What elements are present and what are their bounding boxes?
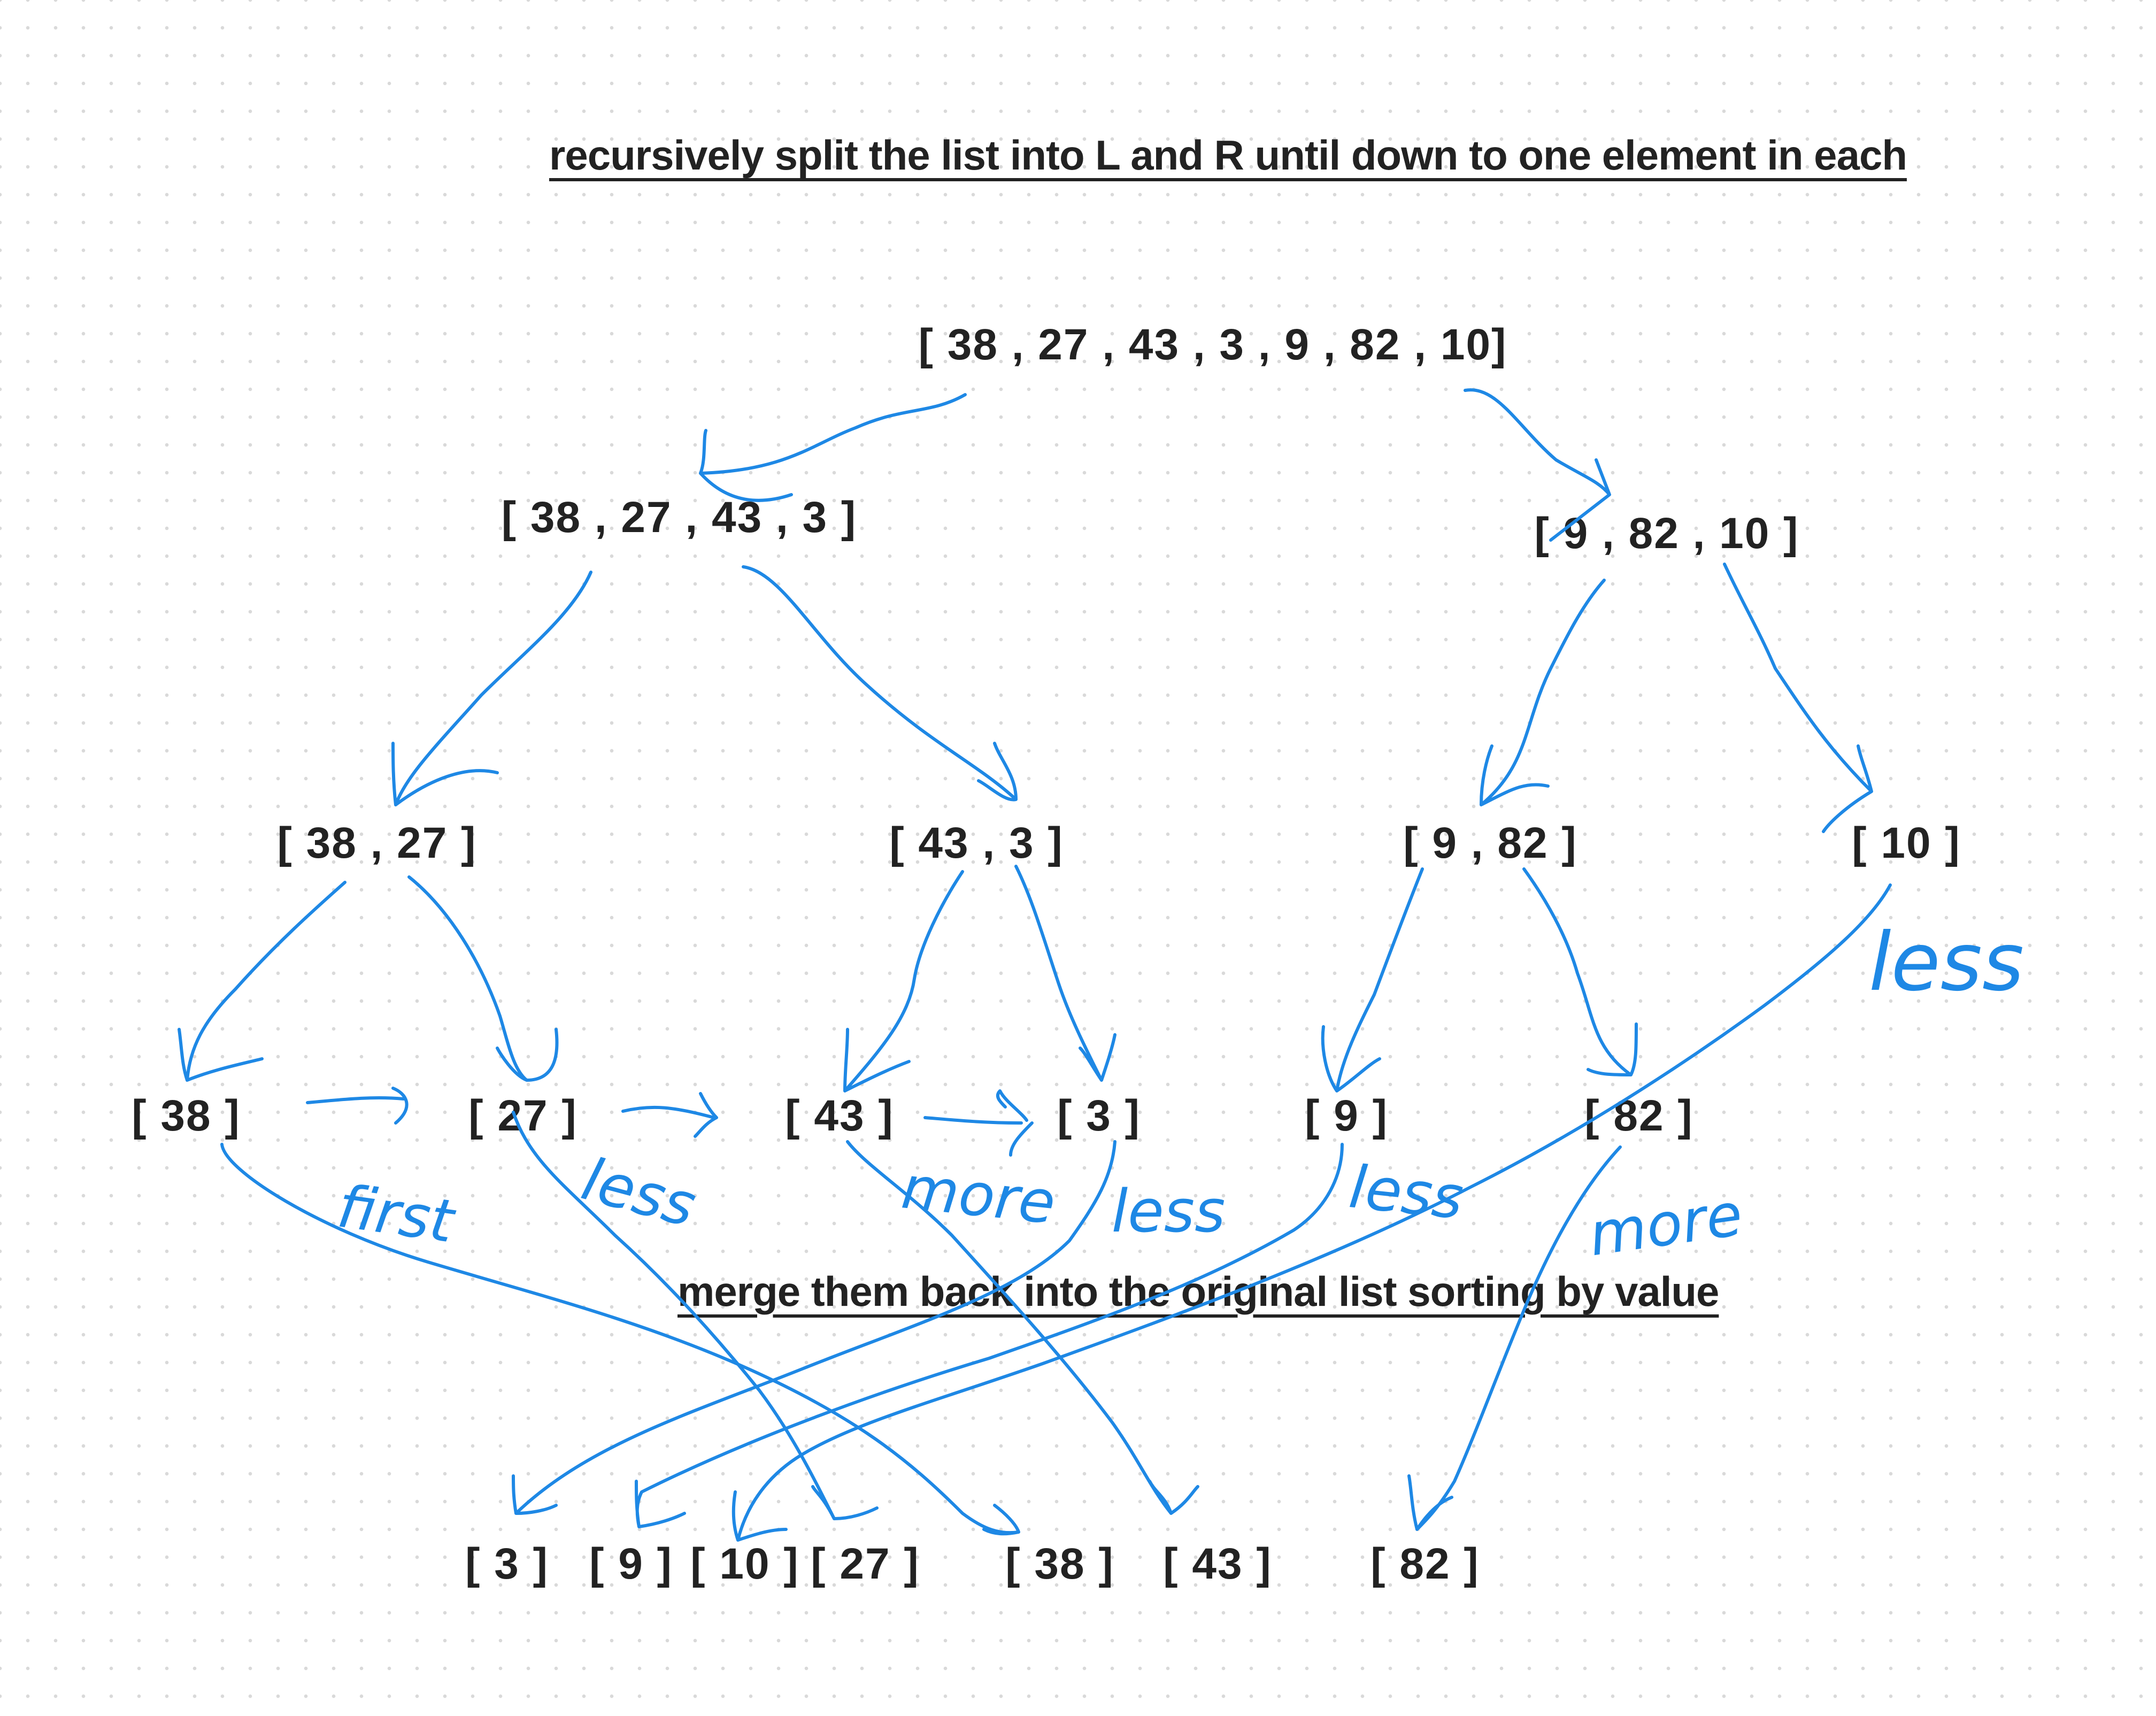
arrow-l1-to-38 — [178, 881, 346, 1082]
single-3: [ 3 ] — [1057, 1091, 1141, 1140]
annotation-less-3: less — [1346, 1152, 1467, 1233]
merged-82: [ 82 ] — [1370, 1540, 1480, 1588]
arrow-r1-to-9 — [1321, 867, 1424, 1092]
arrow-l2-to-3 — [1014, 865, 1116, 1082]
single-10: [ 10 ] — [1852, 819, 1961, 867]
arrow-l1-to-27 — [407, 875, 559, 1082]
arrowhead-root-to-left — [699, 472, 793, 502]
split-heading: recursively split the list into L and R … — [549, 132, 1907, 179]
root-list: [ 38 , 27 , 43 , 3 , 9 , 82 , 10] — [918, 320, 1507, 369]
arrow-lefthalf-to-l1 — [391, 571, 592, 806]
arrow-righthalf-to-r1 — [1480, 579, 1606, 806]
single-38: [ 38 ] — [132, 1091, 241, 1140]
left-half-list: [ 38 , 27 , 43 , 3 ] — [501, 493, 857, 542]
arrow-43-to-3 — [923, 1089, 1034, 1157]
pair-43-3: [ 43 , 3 ] — [889, 819, 1064, 867]
arrow-38-to-27 — [306, 1087, 409, 1125]
merged-3: [ 3 ] — [465, 1540, 549, 1588]
annotation-less-4: less — [1868, 916, 2024, 1009]
merge-arrow-10 — [732, 883, 1892, 1542]
arrow-righthalf-to-r2 — [1723, 563, 1873, 833]
pair-9-82: [ 9 , 82 ] — [1403, 819, 1577, 867]
single-43: [ 43 ] — [785, 1091, 894, 1140]
merged-43: [ 43 ] — [1163, 1540, 1272, 1588]
arrow-l2-to-43 — [843, 870, 964, 1092]
merged-9: [ 9 ] — [589, 1540, 673, 1588]
arrow-lefthalf-to-l2 — [742, 565, 1018, 802]
merge-arrow-43 — [846, 1140, 1199, 1515]
arrow-27-to-43 — [621, 1092, 718, 1138]
merge-arrow-38 — [220, 1143, 1020, 1536]
arrow-r1-to-82 — [1522, 867, 1638, 1076]
merged-10: [ 10 ] — [690, 1540, 799, 1588]
merge-arrow-27 — [512, 1111, 879, 1520]
pair-38-27: [ 38 , 27 ] — [277, 819, 477, 867]
arrow-root-to-left — [699, 393, 967, 475]
merge-arrow-9 — [635, 1143, 1344, 1528]
annotation-less-2: less — [1111, 1177, 1226, 1245]
arrow-root-to-right — [1464, 388, 1611, 542]
single-9: [ 9 ] — [1305, 1091, 1388, 1140]
merge-arrow-82 — [1407, 1145, 1622, 1531]
merged-27: [ 27 ] — [811, 1540, 920, 1588]
merged-38: [ 38 ] — [1005, 1540, 1114, 1588]
single-82: [ 82 ] — [1584, 1091, 1693, 1140]
merge-arrow-3 — [512, 1140, 1116, 1515]
